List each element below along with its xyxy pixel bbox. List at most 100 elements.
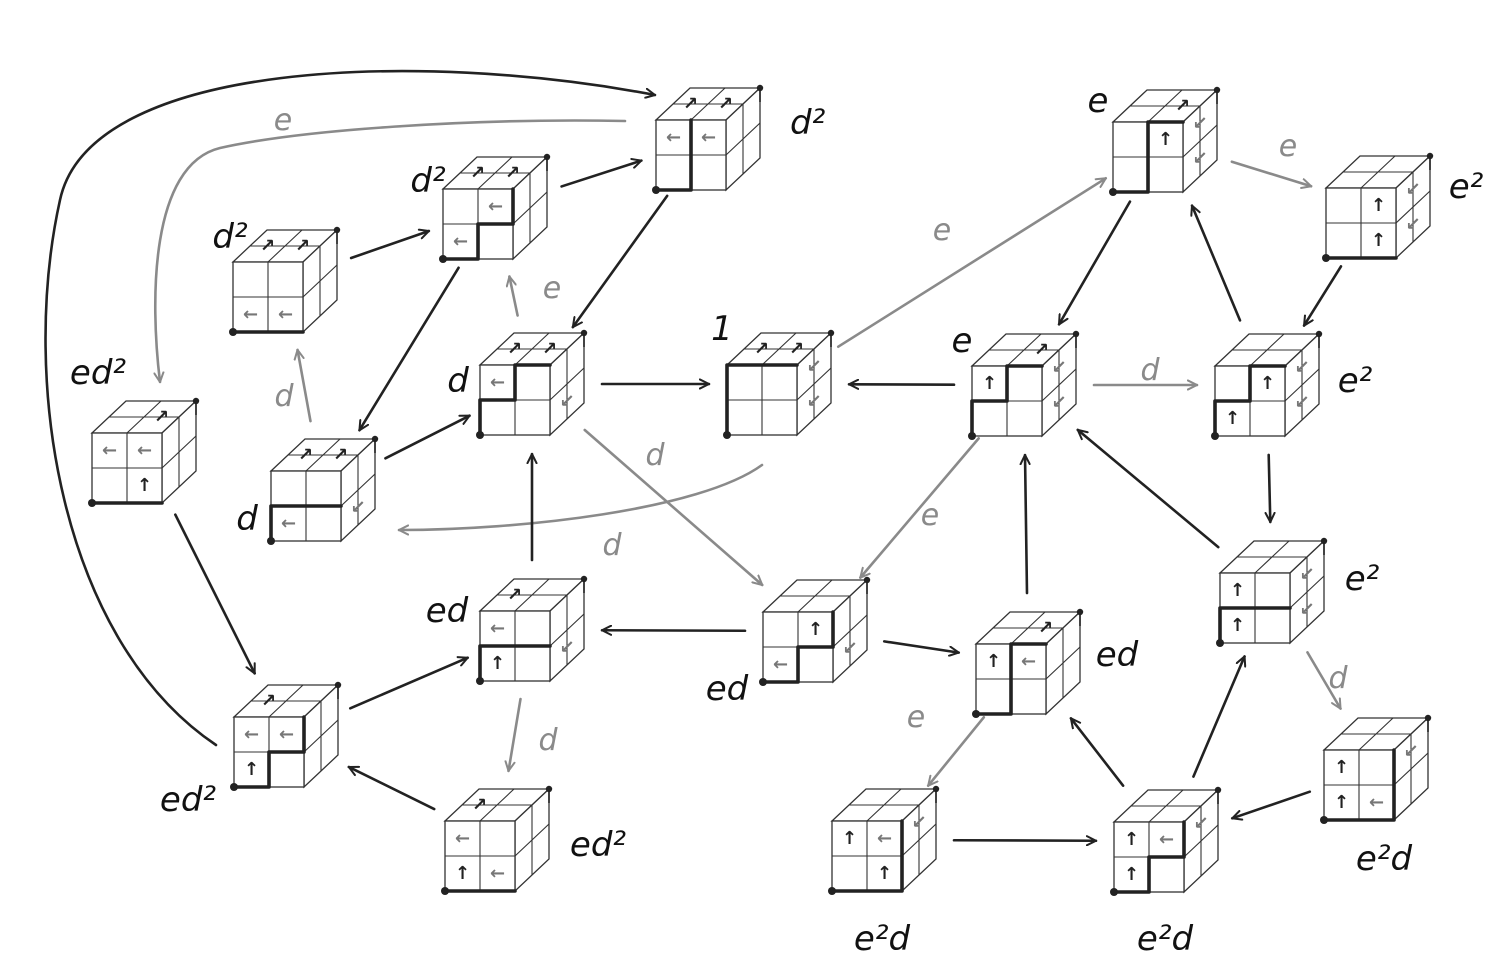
cell-glyph-left: ←	[490, 372, 505, 393]
cell-glyph-up: ↑	[808, 619, 823, 640]
cell-glyph-left: ←	[877, 828, 892, 849]
cell-glyph-down-left: ↙	[559, 637, 574, 658]
cube-thick-path	[1112, 820, 1186, 894]
cell-glyph-up-right: ↗	[333, 445, 348, 466]
cell-glyph-down-left: ↙	[911, 812, 926, 833]
state-node-n11: ↗↗←↙	[267, 435, 379, 545]
cell-glyph-up: ↑	[986, 651, 1001, 672]
cell-glyph-up: ↑	[1334, 792, 1349, 813]
cell-glyph-up: ↑	[1124, 829, 1139, 850]
cube-corner-dot	[192, 397, 200, 405]
cell-glyph-down-left: ↙	[1405, 214, 1420, 235]
node-label-n09: e	[952, 321, 973, 361]
cell-glyph-up-right: ↗	[298, 445, 313, 466]
edge-label-n15-n18: e	[907, 700, 925, 735]
cube-corner-dot	[545, 785, 553, 793]
cube-origin-dot	[229, 328, 237, 336]
cell-glyph-down-left: ↙	[1051, 357, 1066, 378]
cell-glyph-up: ↑	[455, 863, 470, 884]
node-label-n03: d²	[212, 217, 248, 257]
node-label-n08: 1	[711, 309, 733, 349]
cell-glyph-left: ←	[453, 231, 468, 252]
cube-origin-dot	[267, 537, 275, 545]
edge-label-n01-n06: e	[274, 103, 292, 138]
cell-glyph-up: ↑	[244, 759, 259, 780]
cube-thick-path	[970, 364, 1044, 438]
edge-label-n11-n03: d	[274, 379, 294, 414]
edge-n15-n18	[926, 715, 986, 788]
edge-n01-n07	[571, 194, 669, 329]
state-node-n17: ↗←↑←	[441, 785, 553, 895]
cell-glyph-up: ↑	[1371, 230, 1386, 251]
edge-n19-n15	[1069, 717, 1125, 787]
cell-glyph-up-right: ↗	[507, 585, 522, 606]
cube-corner-dot	[827, 329, 835, 337]
cell-glyph-up-right: ↗	[154, 407, 169, 428]
cell-glyph-up: ↑	[877, 863, 892, 884]
cell-glyph-up: ↑	[1371, 195, 1386, 216]
cell-glyph-down-left: ↙	[1403, 741, 1418, 762]
edge-label-n08-n11: d	[602, 528, 622, 563]
edge-n09-n14	[859, 437, 980, 579]
edge-label-n09-n14: e	[921, 498, 939, 533]
edge-label-n07-n14: d	[645, 438, 665, 473]
edge-n17-n16	[347, 765, 436, 811]
cube-thick-path	[974, 642, 1048, 716]
edge-n08-n11	[397, 463, 764, 530]
edge-n18-n19	[952, 840, 1098, 841]
cell-glyph-up-right: ↗	[261, 691, 276, 712]
cell-glyph-up-right: ↗	[260, 236, 275, 257]
cube-corner-dot	[932, 785, 940, 793]
cell-glyph-up-right: ↗	[542, 339, 557, 360]
edge-n08-n04	[836, 176, 1108, 349]
cell-glyph-left: ←	[279, 724, 294, 745]
node-label-n14: ed	[706, 669, 749, 709]
cell-glyph-up-right: ↗	[1034, 340, 1049, 361]
cell-glyph-down-left: ↙	[1294, 357, 1309, 378]
cube-corner-dot	[333, 226, 341, 234]
cell-glyph-left: ←	[137, 440, 152, 461]
edge-label-n13-n20: d	[1328, 661, 1348, 696]
cell-glyph-up: ↑	[1158, 129, 1173, 150]
edge-n03-n02	[349, 231, 431, 260]
state-node-n09: ↗ ↑ ↙ ↙	[968, 330, 1080, 440]
edge-n02-n11	[358, 266, 460, 432]
state-node-n05: ↑ ↑ ↙ ↙	[1322, 152, 1434, 262]
cube-corner-dot	[1320, 537, 1328, 545]
cell-glyph-down-left: ↙	[806, 391, 821, 412]
cell-glyph-left: ←	[701, 127, 716, 148]
edge-n11-n07	[384, 414, 471, 460]
cube-corner-dot	[334, 681, 342, 689]
state-node-n15: ↗↑←	[972, 608, 1084, 718]
edge-n05-n10	[1302, 265, 1343, 327]
cube-corner-dot	[1214, 786, 1222, 794]
edge-n07-n14	[583, 428, 764, 587]
node-label-n02: d²	[410, 161, 446, 201]
cell-glyph-up-right: ↗	[295, 236, 310, 257]
edge-label-n12-n17: d	[538, 723, 558, 758]
cube-thick-path	[761, 610, 835, 684]
cell-glyph-left: ←	[1159, 829, 1174, 850]
edge-n07-n02	[509, 275, 519, 317]
state-node-n04: ↗↑↙↙	[1109, 86, 1221, 196]
edge-n12-n17	[509, 697, 522, 773]
cube-origin-dot	[88, 499, 96, 507]
cube-origin-dot	[441, 887, 449, 895]
cube-origin-dot	[1109, 188, 1117, 196]
cell-glyph-left: ←	[455, 828, 470, 849]
cell-glyph-down-left: ↙	[1405, 179, 1420, 200]
edge-label-n09-n10: d	[1140, 353, 1160, 388]
edge-n13-n09	[1076, 428, 1220, 549]
cube-corner-dot	[1426, 152, 1434, 160]
cube-thick-path	[1218, 606, 1292, 645]
cube-origin-dot	[1110, 888, 1118, 896]
state-node-n13: ↑↑↙↙	[1216, 537, 1328, 647]
edge-n06-n16	[174, 513, 256, 675]
nodes-layer: ↗↗←←↗↗←←↗↗←←↗↑↙↙↑↑↙↙↗←←↑↗↗←↙↗↗↙↙↗↑↙↙↑↑↙↙…	[88, 84, 1434, 896]
edge-n13-n20	[1306, 651, 1342, 710]
cell-glyph-up: ↑	[982, 373, 997, 394]
cell-glyph-up-right: ↗	[470, 163, 485, 184]
cell-glyph-down-left: ↙	[1051, 392, 1066, 413]
node-label-n17: ed²	[570, 825, 627, 865]
